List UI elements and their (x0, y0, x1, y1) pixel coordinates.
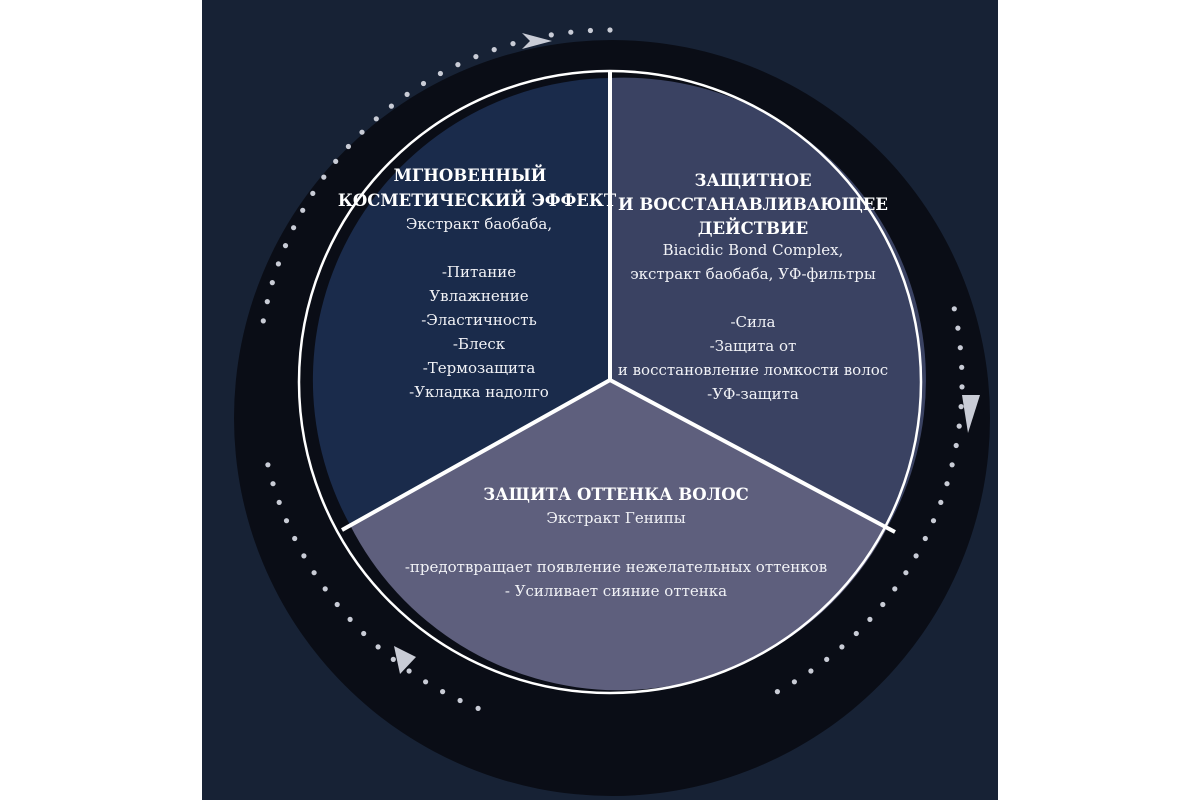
segment-left-title-2: КОСМЕТИЧЕСКИЙ ЭФФЕКТ (338, 189, 617, 210)
orbit-dot (607, 27, 613, 33)
orbit-dot (958, 404, 964, 410)
segment-right-title-3: ДЕЙСТВИЕ (698, 217, 808, 238)
segment-left-line: -Блеск (453, 335, 506, 353)
orbit-dot (333, 158, 339, 164)
orbit-dot (275, 261, 281, 267)
orbit-dot (423, 679, 429, 685)
orbit-dot (345, 143, 351, 150)
orbit-dot (949, 462, 955, 468)
orbit-dot (437, 70, 443, 77)
orbit-dot (959, 364, 965, 370)
segment-right-line: -Сила (730, 313, 775, 331)
orbit-dot (283, 518, 290, 524)
orbit-dot (956, 423, 962, 429)
orbit-dot (375, 644, 381, 650)
segment-left-line: -Термозащита (423, 359, 536, 377)
diagram-panel: МГНОВЕННЫЙ КОСМЕТИЧЕСКИЙ ЭФФЕКТ Экстракт… (202, 0, 998, 800)
orbit-dot (457, 697, 463, 704)
segment-bottom-line: - Усиливает сияние оттенка (505, 582, 727, 600)
divider-left (341, 378, 611, 532)
orbit-dot (938, 499, 944, 505)
orbit-dot (791, 679, 798, 685)
arrow-bottom-left-icon (394, 646, 416, 674)
orbit-dot (951, 306, 957, 312)
orbit-dot (774, 689, 781, 695)
orbit-dot (300, 207, 306, 213)
segment-right-line: -Защита от (710, 337, 797, 355)
segment-left-line: Экстракт баобаба, (406, 215, 552, 233)
orbit-dot (347, 616, 353, 623)
orbit-dot (292, 535, 298, 542)
segment-bottom-title: ЗАЩИТА ОТТЕНКА ВОЛОС (483, 485, 748, 504)
segment-bottom-line: -предотвращает появление нежелательных о… (405, 558, 827, 576)
divider-right (609, 378, 896, 534)
orbit-dot (269, 280, 275, 286)
segment-right-title-2: И ВОССТАНАВЛИВАЮЩЕЕ (618, 195, 888, 214)
orbit-dot (548, 32, 554, 38)
orbit-dot (260, 318, 266, 324)
orbit-dot (406, 668, 412, 674)
segment-left-line: -Питание (442, 263, 516, 281)
segment-right-line: Biacidic Bond Complex, (663, 241, 844, 259)
orbit-dot (808, 668, 814, 674)
orbit-dot (955, 325, 961, 331)
arrow-right-icon (962, 395, 980, 433)
orbit-dot (361, 630, 367, 637)
orbit-dot (455, 62, 461, 68)
orbit-dot (922, 535, 928, 542)
orbit-dot (390, 656, 396, 663)
cycle-diagram: МГНОВЕННЫЙ КОСМЕТИЧЕСКИЙ ЭФФЕКТ Экстракт… (234, 27, 990, 796)
arrow-top-right-icon (522, 33, 552, 49)
segment-right-line: -УФ-защита (707, 385, 799, 403)
orbit-dot (311, 570, 317, 576)
orbit-dot (388, 103, 394, 109)
orbit-dot (913, 553, 919, 559)
orbit-dot (587, 27, 593, 34)
orbit-dot (420, 80, 427, 87)
orbit-dot (440, 689, 446, 695)
orbit-dot (930, 518, 937, 524)
orbit-dot (291, 225, 297, 231)
orbit-dot (270, 481, 276, 487)
segment-right-title-1: ЗАЩИТНОЕ (694, 171, 811, 190)
segment-cosmetic-effect (312, 78, 610, 525)
orbit-dot (265, 462, 271, 468)
orbit-dot (957, 345, 963, 351)
orbit-dot (853, 630, 859, 637)
orbit-dot (510, 41, 516, 47)
orbit-dot (568, 29, 574, 35)
orbit-dot (334, 601, 340, 608)
segment-left-line: -Эластичность (421, 311, 537, 329)
orbit-dot (301, 553, 307, 559)
orbit-dot (892, 586, 898, 592)
orbit-dot (959, 384, 965, 390)
segment-right-line: и восстановление ломкости волос (618, 361, 888, 379)
segment-left-title-1: МГНОВЕННЫЙ (394, 164, 547, 185)
segment-left-line: -Укладка надолго (409, 383, 549, 401)
orbit-dot (310, 190, 316, 196)
orbit-dot (322, 586, 328, 592)
orbit-dot (264, 299, 270, 305)
orbit-dot (880, 601, 886, 608)
orbit-dot (944, 481, 950, 487)
orbit-dot (867, 616, 873, 623)
segment-protective-action (610, 77, 926, 528)
orbit-dot (359, 129, 365, 135)
segment-right-line: экстракт баобаба, УФ-фильтры (630, 265, 876, 283)
orbit-dot (491, 47, 497, 53)
orbit-dot (839, 644, 845, 650)
orbit-dot (824, 656, 830, 663)
orbit-dot (321, 174, 327, 180)
orbit-dot (404, 91, 410, 97)
orbit-dot (282, 243, 289, 249)
orbit-dot (903, 570, 909, 576)
orbit-dot (953, 442, 959, 449)
segment-bottom-line: Экстракт Генипы (546, 509, 685, 527)
segment-left-line: Увлажнение (429, 287, 528, 305)
orbit-dot (373, 116, 379, 122)
orbit-dot (473, 54, 479, 60)
orbit-dot (475, 705, 481, 712)
orbit-dot (276, 499, 282, 505)
